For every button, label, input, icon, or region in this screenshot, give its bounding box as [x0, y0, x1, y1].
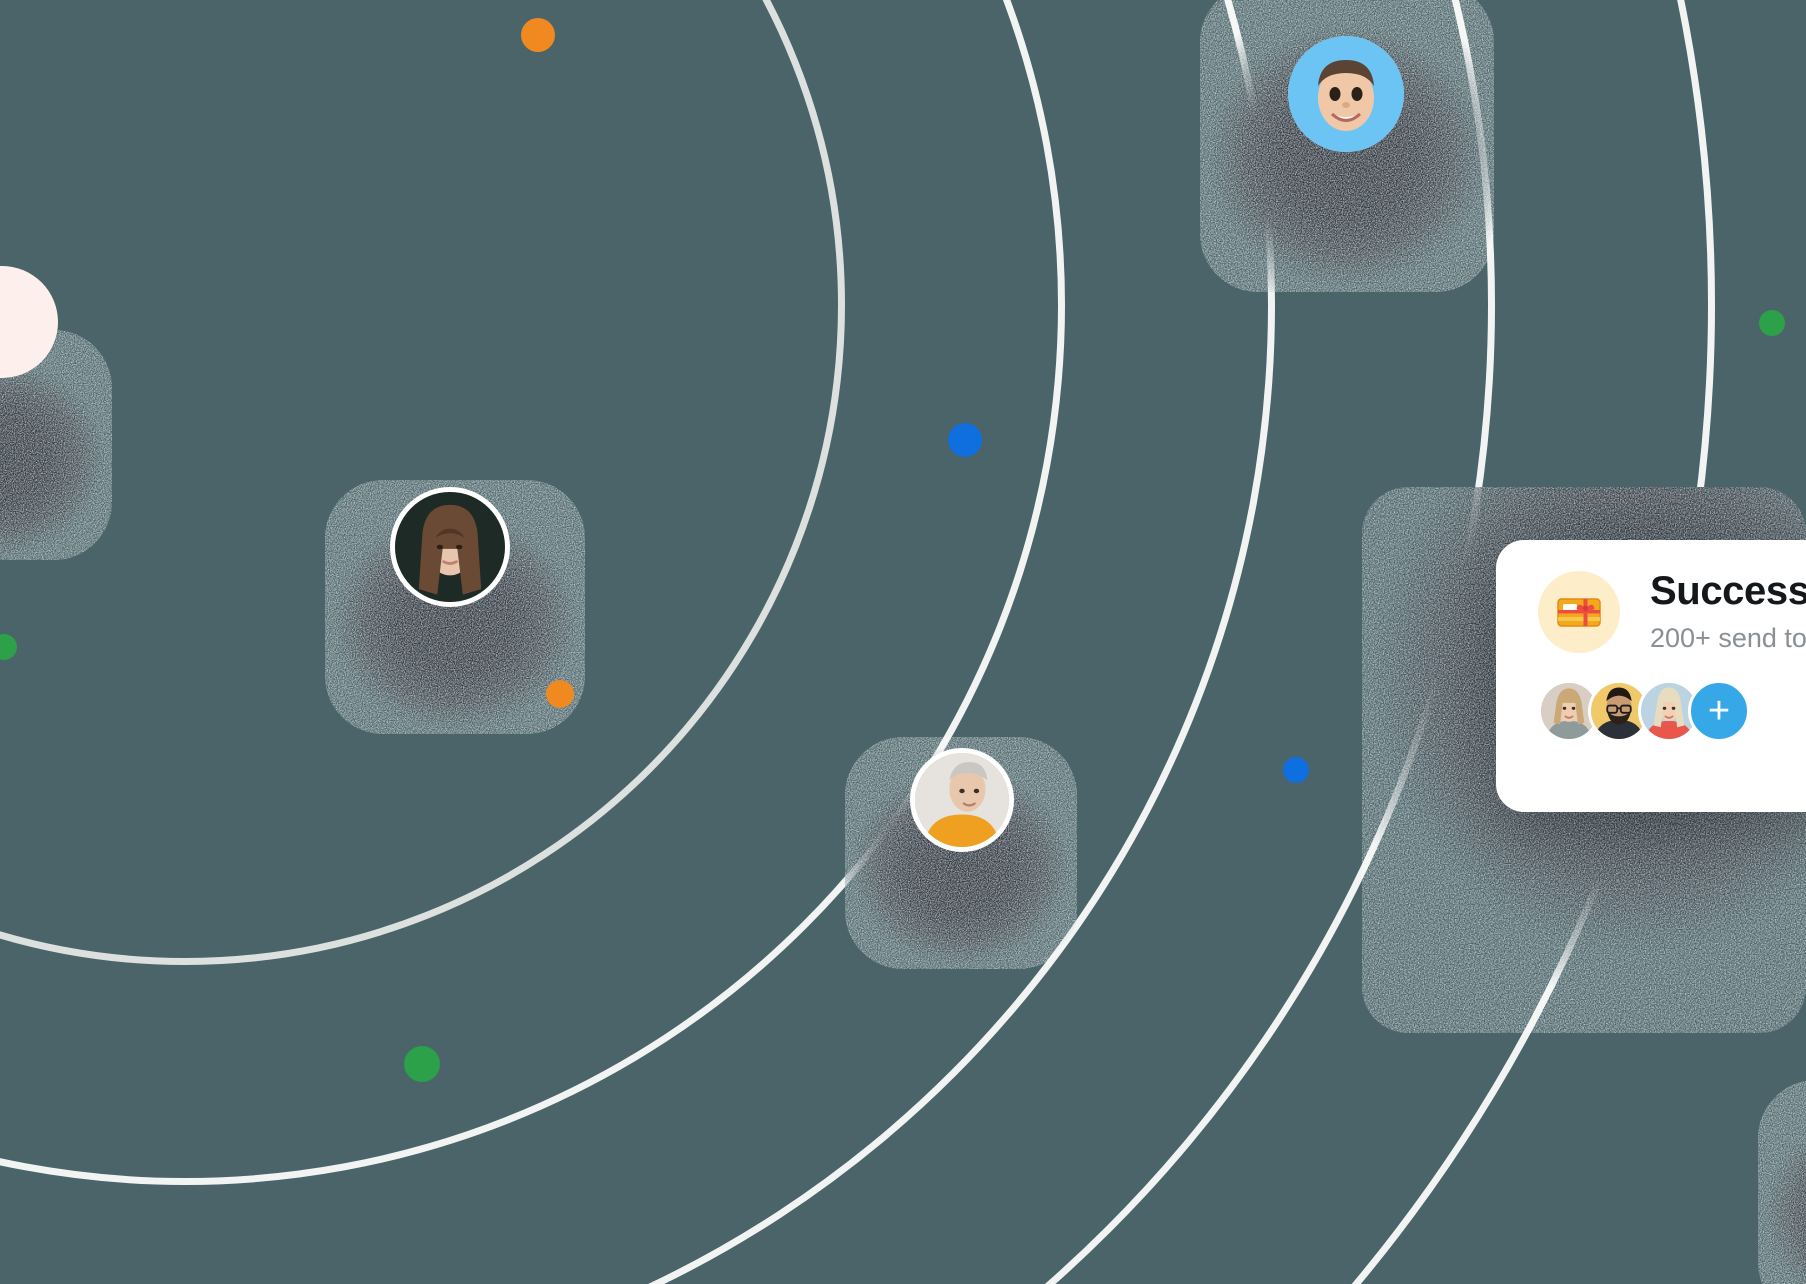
node-dot-blue-lower[interactable]: [1283, 757, 1309, 783]
stacked-avatar-1-photo: [1541, 683, 1597, 740]
stacked-avatar-3-photo: [1641, 683, 1697, 740]
elder-man-portrait-illustration: [915, 753, 1009, 847]
card-subtitle: 200+ send to: [1650, 623, 1806, 654]
card-header-row: Success 200+ send to: [1496, 540, 1806, 654]
stacked-avatar-2-photo: [1591, 683, 1647, 740]
card-title: Success: [1650, 569, 1806, 613]
stacked-avatar-3[interactable]: [1638, 680, 1700, 743]
node-dot-orange-top[interactable]: [521, 18, 555, 52]
avatar-memoji-man-photo[interactable]: [1288, 36, 1404, 152]
stacked-avatar-2[interactable]: [1588, 680, 1650, 743]
memoji-face-illustration: [1288, 36, 1404, 152]
node-dot-green-bottom[interactable]: [404, 1046, 440, 1082]
orbit-ring-2: [0, 0, 1275, 1284]
node-dot-orange-mid[interactable]: [546, 680, 574, 708]
card-avatar-stack: +: [1496, 654, 1806, 743]
card-text-block: Success 200+ send to: [1650, 569, 1806, 654]
woman-portrait-illustration: [395, 492, 505, 602]
node-dot-green-left[interactable]: [0, 634, 17, 660]
avatar-pink-illustration: [0, 266, 58, 378]
gift-card-icon: [1557, 598, 1601, 627]
gift-card-icon-badge: [1538, 571, 1620, 654]
success-notification-card[interactable]: Success 200+ send to: [1496, 540, 1806, 812]
add-recipient-button[interactable]: +: [1688, 680, 1750, 743]
tile-noise-texture: [1758, 1080, 1806, 1284]
node-dot-green-right[interactable]: [1759, 310, 1785, 336]
node-dot-blue-upper[interactable]: [948, 423, 982, 457]
avatar-elder-man-photo[interactable]: [910, 748, 1014, 852]
avatar-woman-photo[interactable]: [390, 487, 510, 607]
avatar-tile-partial-bottom-right[interactable]: [1758, 1080, 1806, 1284]
